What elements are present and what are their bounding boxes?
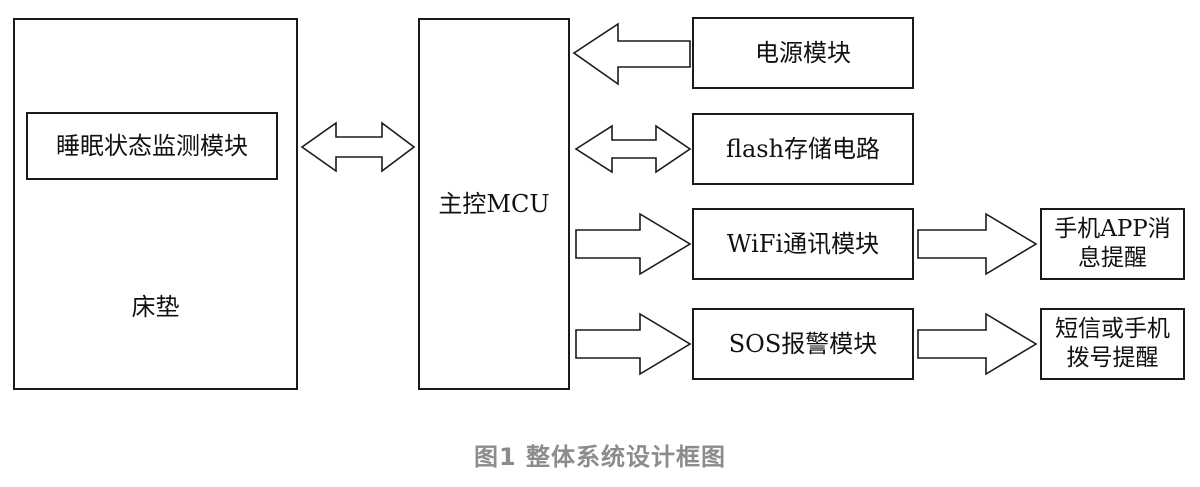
flash-mcu-double-arrow	[574, 124, 692, 174]
sms-notify-block: 短信或手机拨号提醒	[1040, 308, 1185, 380]
mcu-block: 主控MCU	[418, 18, 570, 390]
power-to-mcu-arrow	[572, 22, 691, 86]
wifi-to-app-arrow	[917, 212, 1038, 276]
mcu-to-wifi-arrow	[575, 212, 692, 276]
figure-caption: 图1 整体系统设计框图	[473, 443, 727, 471]
wifi-module-block: WiFi通讯模块	[692, 208, 914, 280]
app-notify-block: 手机APP消息提醒	[1040, 208, 1185, 280]
sos-to-sms-arrow	[917, 312, 1038, 376]
sleep-monitor-block: 睡眠状态监测模块	[26, 112, 278, 180]
mcu-to-sos-arrow	[575, 312, 692, 376]
flash-storage-block: flash存储电路	[692, 113, 914, 185]
bed-label: 床垫	[131, 293, 180, 321]
power-module-block: 电源模块	[692, 17, 914, 89]
sos-alarm-block: SOS报警模块	[692, 308, 914, 380]
bed-block: 床垫	[13, 18, 298, 390]
bed-mcu-double-arrow	[300, 121, 416, 173]
